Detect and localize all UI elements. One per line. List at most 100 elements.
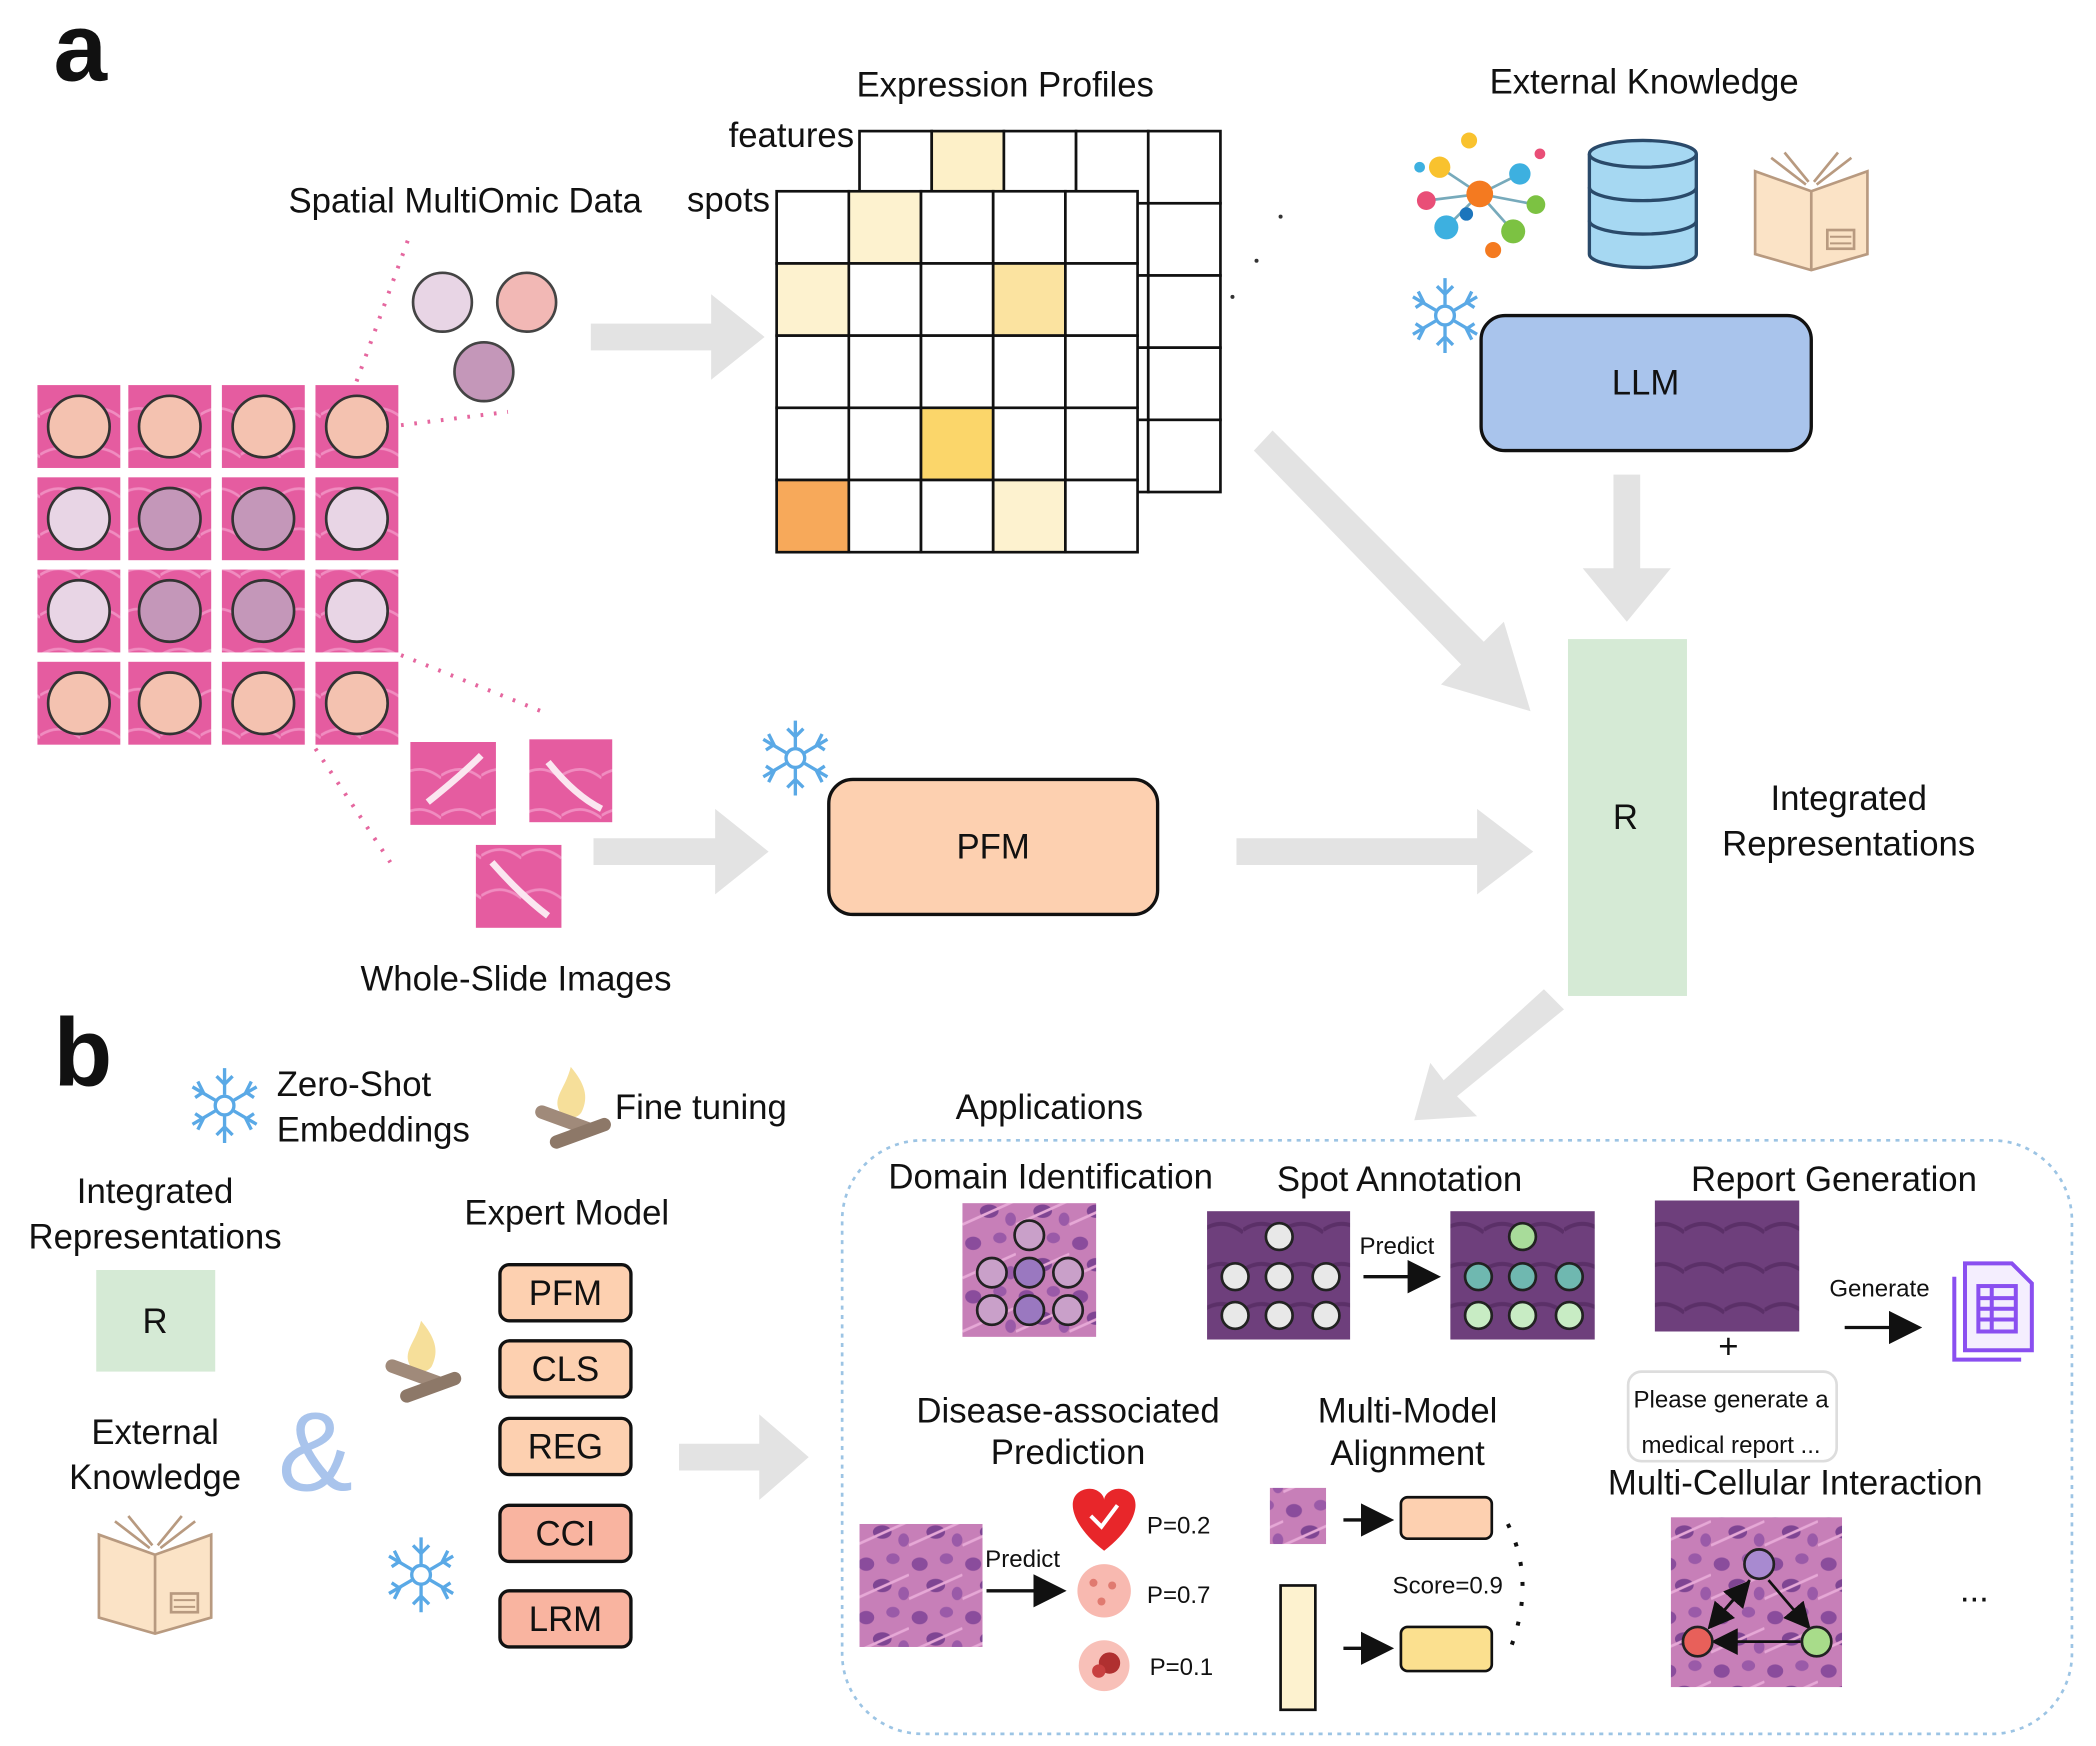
snowflake-icon xyxy=(387,1535,455,1614)
llm-box xyxy=(1479,313,1813,453)
expression-embedding-box xyxy=(1399,1625,1494,1673)
probability-3: P=0.1 xyxy=(1150,1654,1214,1681)
matrix-cell xyxy=(847,262,923,337)
probability-1: P=0.2 xyxy=(1147,1512,1211,1539)
spot xyxy=(46,578,111,644)
spatial-multiomic-label: Spatial MultiOmic Data xyxy=(288,183,642,221)
matrix-cell xyxy=(775,262,851,337)
matrix-cell xyxy=(1064,189,1139,265)
matrix-cell xyxy=(1064,262,1139,337)
matrix-cell xyxy=(1064,406,1139,482)
score-label: Score=0.9 xyxy=(1393,1573,1503,1600)
snowflake-icon xyxy=(1411,276,1479,355)
healthy-heart-icon xyxy=(1072,1488,1136,1551)
llm-label: LLM xyxy=(1612,364,1680,402)
expert-box-reg xyxy=(498,1416,633,1477)
campfire-icon xyxy=(383,1320,464,1405)
r-box xyxy=(96,1270,216,1372)
matrix-cell xyxy=(1146,201,1222,277)
probability-2: P=0.7 xyxy=(1147,1582,1211,1609)
matrix-cell xyxy=(1146,274,1222,349)
generate-label: Generate xyxy=(1829,1276,1929,1303)
expert-label: CCI xyxy=(536,1515,596,1553)
matrix-cell xyxy=(919,478,995,554)
wsi-patches xyxy=(410,739,613,928)
panel-label-a: a xyxy=(53,0,108,101)
spot xyxy=(46,486,111,551)
expression-matrix-front xyxy=(775,189,1139,554)
snowflake-icon xyxy=(761,718,830,798)
matrix-cell xyxy=(1064,334,1139,410)
expert-label: REG xyxy=(528,1428,603,1466)
spot xyxy=(324,486,389,551)
spot xyxy=(46,394,111,459)
spatial-spot-grid xyxy=(37,385,399,745)
matrix-cell xyxy=(991,189,1067,265)
expert-model-label: Expert Model xyxy=(464,1195,669,1233)
multicellular-image xyxy=(1670,1517,1843,1688)
b-external-2: Knowledge xyxy=(69,1459,241,1497)
b-r-label: R xyxy=(143,1303,168,1341)
matrix-cell xyxy=(775,406,851,482)
expression-vector xyxy=(1279,1584,1317,1712)
applications-container xyxy=(840,1139,2074,1736)
legend-fine-tuning: Fine tuning xyxy=(615,1089,787,1127)
spot xyxy=(324,394,389,459)
database-icon xyxy=(1587,138,1698,270)
matrix-cell xyxy=(847,406,923,482)
features-label: features xyxy=(729,117,855,155)
matrix-cell xyxy=(847,189,923,265)
expression-profiles-label: Expression Profiles xyxy=(857,66,1154,104)
integrated-label-1: Integrated xyxy=(1770,780,1927,818)
disease-predict-label: Predict xyxy=(985,1546,1060,1573)
matrix-cell xyxy=(847,334,923,410)
report-input-image xyxy=(1654,1200,1800,1332)
ampersand: & xyxy=(278,1389,353,1515)
external-knowledge-label: External Knowledge xyxy=(1490,64,1799,102)
integrated-representation-bar xyxy=(1567,639,1687,996)
integrated-label-2: Representations xyxy=(1722,826,1975,864)
matrix-cell xyxy=(1146,129,1222,205)
flow-arrows xyxy=(590,294,1671,1500)
b-integrated-1: Integrated xyxy=(77,1173,234,1211)
spot xyxy=(324,671,389,736)
applications-label: Applications xyxy=(956,1089,1143,1127)
expert-box-cci xyxy=(498,1503,633,1564)
matrix-cell xyxy=(919,334,995,410)
expert-box-lrm xyxy=(498,1589,633,1649)
matrix-cell xyxy=(775,189,851,265)
predict-label: Predict xyxy=(1359,1233,1434,1260)
matrix-ellipsis-dots xyxy=(1230,214,1283,299)
disease-label-2: Prediction xyxy=(991,1434,1146,1472)
matrix-cell xyxy=(775,334,851,410)
spot xyxy=(137,486,202,551)
expert-box-pfm xyxy=(498,1262,633,1323)
dotted-connectors xyxy=(313,240,543,864)
knowledge-graph-icon xyxy=(1414,132,1546,259)
malignant-cell-icon xyxy=(1078,1640,1130,1692)
alignment-image-patch xyxy=(1269,1487,1327,1545)
alignment-label-1: Multi-Model xyxy=(1318,1392,1498,1430)
spot xyxy=(137,578,202,644)
panel-label-b: b xyxy=(53,1000,112,1107)
multicellular-label: Multi-Cellular Interaction xyxy=(1608,1465,1983,1503)
book-icon xyxy=(1753,151,1869,272)
spot xyxy=(324,578,389,644)
prompt-text-2: medical report ... xyxy=(1642,1432,1821,1459)
more-ellipsis: ... xyxy=(1960,1572,1989,1610)
matrix-cell xyxy=(919,262,995,337)
snowflake-icon xyxy=(190,1066,259,1145)
document-icon xyxy=(1952,1261,2034,1362)
domain-identification-label: Domain Identification xyxy=(888,1158,1213,1196)
tumor-cell-icon xyxy=(1077,1564,1131,1618)
b-external-1: External xyxy=(91,1414,218,1452)
image-embedding-box xyxy=(1399,1495,1494,1541)
legend-zero-shot-2: Embeddings xyxy=(277,1112,470,1150)
disease-input-image xyxy=(859,1523,983,1647)
prompt-text-1: Please generate a xyxy=(1633,1387,1829,1414)
legend-zero-shot-1: Zero-Shot xyxy=(277,1066,432,1104)
spot-annotation-output-image xyxy=(1450,1211,1595,1340)
expert-label: LRM xyxy=(529,1601,602,1639)
domain-identification-image xyxy=(962,1203,1097,1337)
